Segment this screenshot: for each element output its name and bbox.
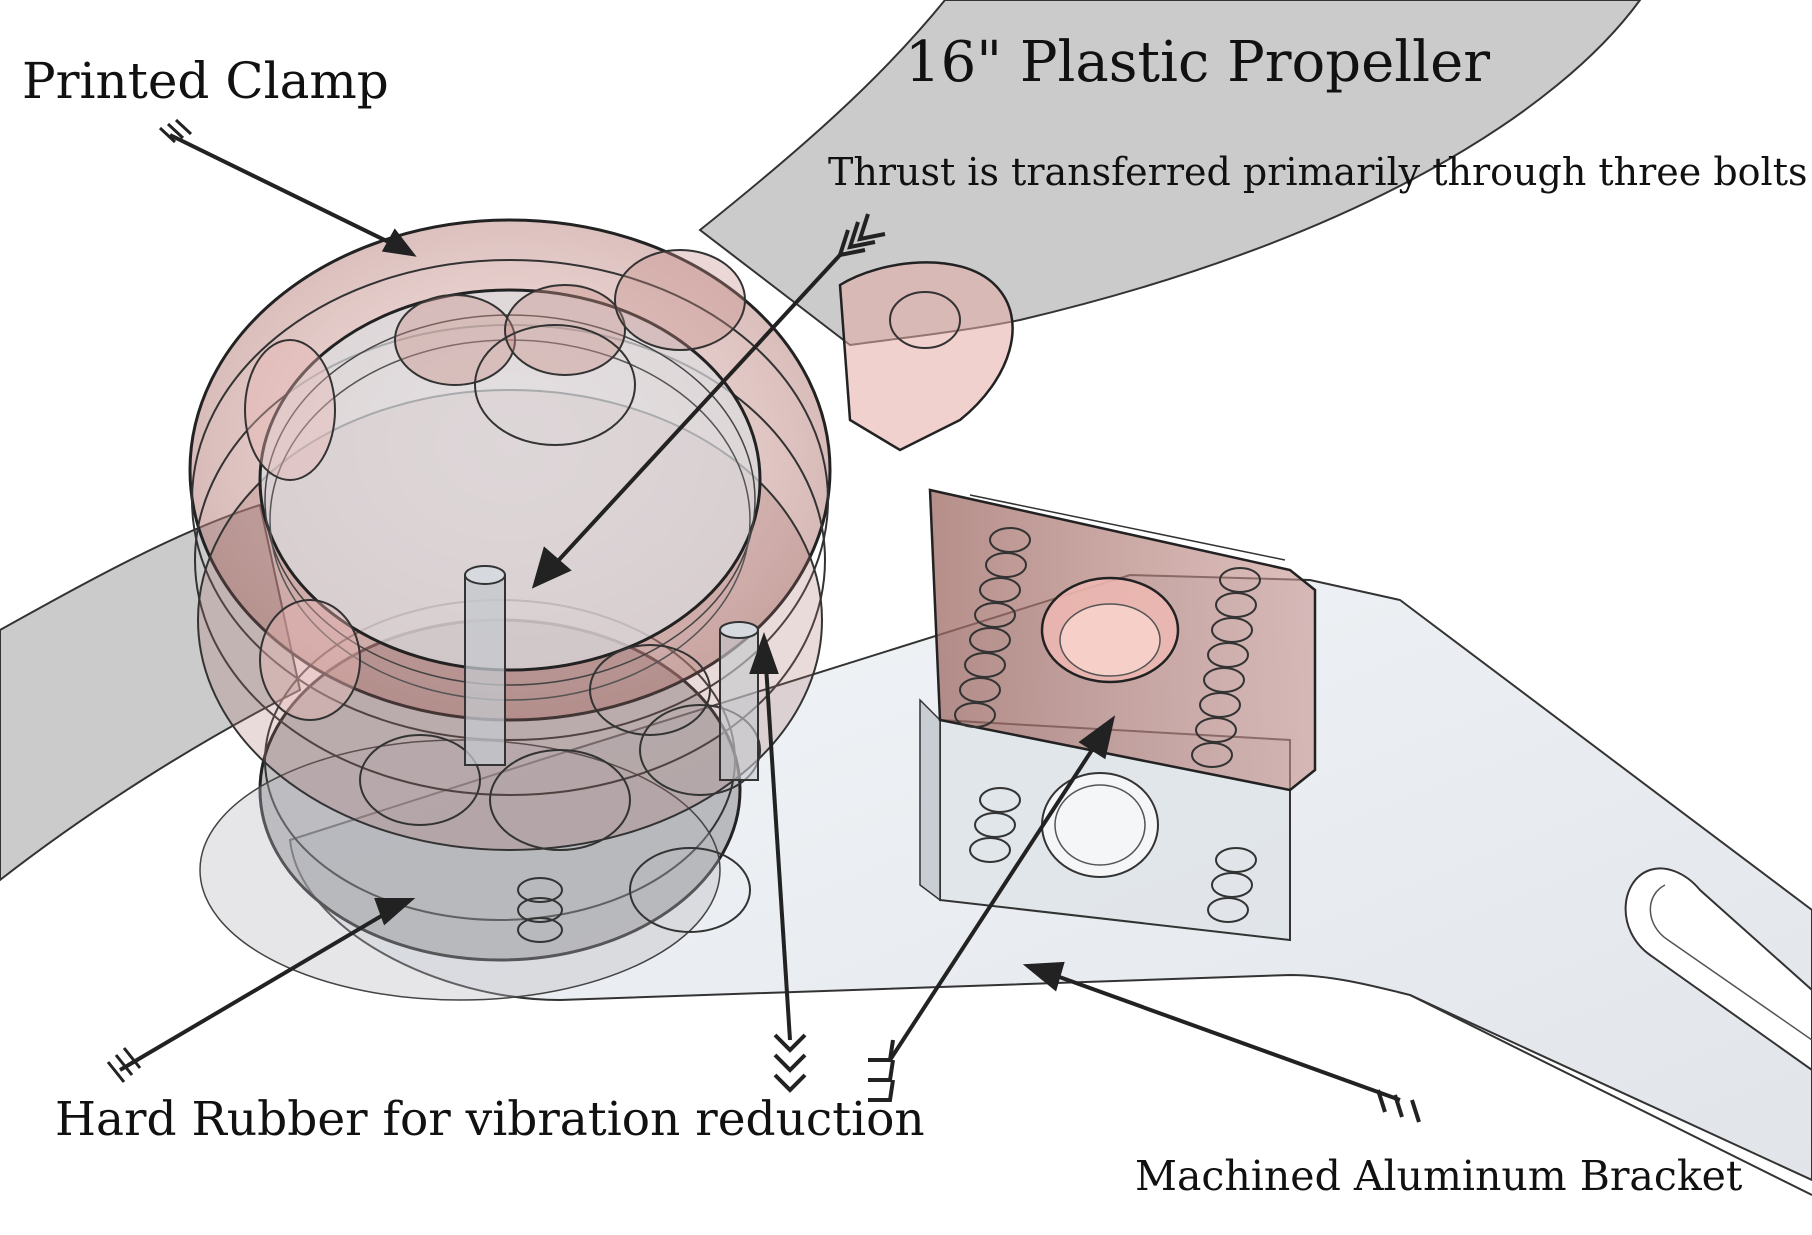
bracket-arm-edge: [1409, 994, 1812, 1196]
fletched-arrow-tail-icon: [106, 1047, 142, 1083]
clamp-hole-5: [244, 339, 336, 481]
clamp-pin-1: [464, 574, 506, 766]
printed-clamp-label: Printed Clamp: [22, 52, 389, 110]
clamp-coil-1: [517, 877, 563, 903]
clamp-tab-top-edge: [969, 494, 1286, 561]
propeller: [0, 0, 1642, 882]
clamp-coil-3: [517, 917, 563, 943]
bolt-coils-right: [1191, 567, 1261, 923]
fletched-arrow-tail-icon: [837, 213, 886, 258]
clamp-inner-bore-2: [264, 314, 756, 686]
clamp-hole-11: [629, 847, 751, 933]
aluminum-bracket-label: Machined Aluminum Bracket: [1135, 1152, 1743, 1200]
clamp-ear-hole: [889, 291, 961, 349]
tab-bolt-hole-inner: [1059, 603, 1161, 677]
propeller-blade-lower: [0, 503, 302, 882]
clamp-ear: [838, 261, 1014, 452]
bracket-slot-inner: [1649, 884, 1812, 1041]
arrowhead-icon: [374, 898, 416, 926]
fletched-arrow-tail-icon: [158, 118, 193, 144]
arrow-thrust: [531, 213, 886, 589]
clamp-hole-8: [489, 749, 631, 851]
bracket-center-hole: [1041, 772, 1159, 878]
clamp-tab: [838, 261, 1317, 923]
clamp-pin-2: [719, 629, 759, 781]
clamp-hole-10: [589, 644, 711, 736]
clamp-hole-2: [504, 284, 626, 376]
thrust-note-label: Thrust is transferred primarily through …: [828, 150, 1808, 194]
bracket-block-side: [919, 698, 941, 902]
printed-clamp: [188, 218, 832, 943]
arrowhead-icon: [749, 631, 779, 674]
propeller-label: 16" Plastic Propeller: [905, 30, 1490, 95]
hard-rubber-label: Hard Rubber for vibration reduction: [55, 1092, 925, 1147]
arrow-rubber-middle: [749, 631, 807, 1093]
clamp-hole-7: [359, 734, 481, 826]
clamp-pin-1-top: [464, 565, 506, 585]
rubber-disc-base: [199, 739, 721, 1001]
clamp-inner-bore-3: [269, 339, 751, 701]
clamp-hole-3: [474, 324, 636, 446]
leader-arrows: [106, 118, 1421, 1123]
clamp-hole-4: [614, 249, 746, 351]
arrow-printed-clamp: [158, 118, 417, 257]
fletched-arrow-tail-icon: [773, 1033, 807, 1093]
arrowhead-icon: [1022, 961, 1065, 992]
arrowhead-icon: [531, 546, 572, 589]
bolt-coils-left: [954, 527, 1031, 863]
arrow-bracket: [1022, 961, 1421, 1123]
fletched-arrow-tail-icon: [868, 1039, 895, 1102]
clamp-hole-1: [394, 294, 516, 386]
arrow-rubber-right: [868, 715, 1116, 1102]
arrowhead-icon: [381, 228, 417, 257]
clamp-hole-6: [259, 599, 361, 721]
clamp-coil-2: [517, 897, 563, 923]
clamp-hole-9: [639, 704, 761, 796]
clamp-pin-2-top: [719, 621, 759, 639]
bracket-slot: [1624, 867, 1812, 1072]
fletched-arrow-tail-icon: [1376, 1089, 1421, 1123]
clamp-outer-ring-2: [191, 259, 829, 741]
arrow-rubber-left: [106, 898, 416, 1083]
bracket-center-hole-inner: [1054, 784, 1146, 866]
arrowhead-icon: [1078, 715, 1116, 760]
